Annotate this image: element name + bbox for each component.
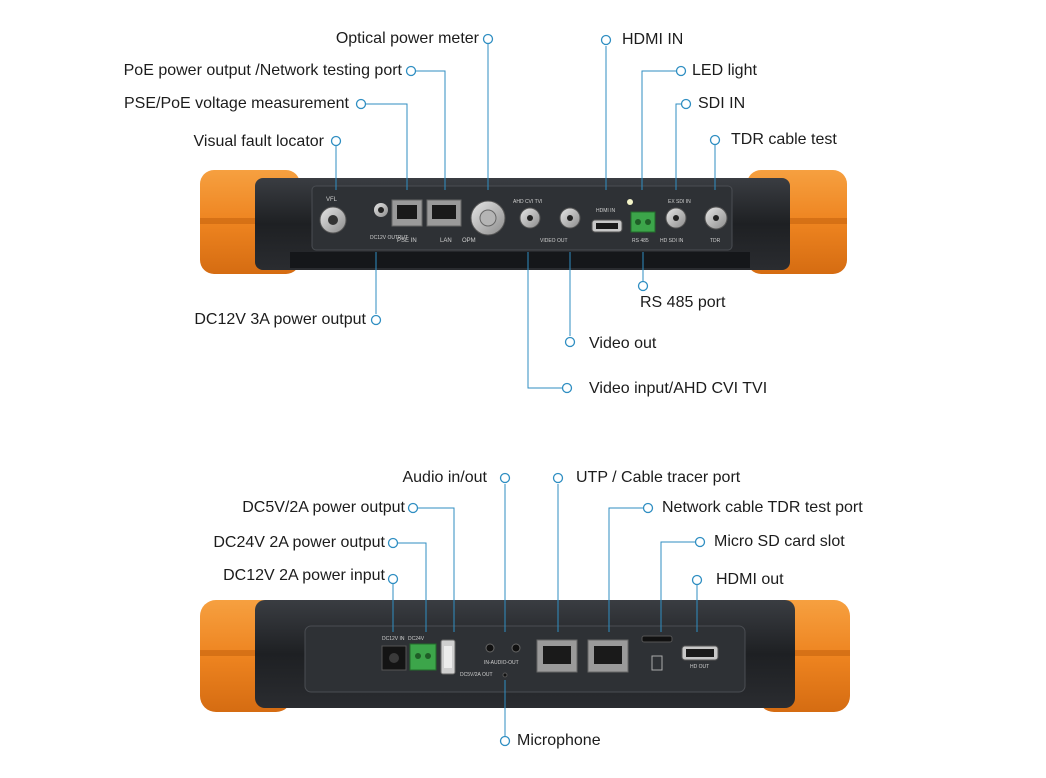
label-hdmi-out: HDMI out [716, 571, 784, 588]
printed-dc12v-in: DC12V IN [382, 636, 405, 642]
label-sdi-in: SDI IN [698, 95, 746, 112]
dot-hdmi-in [600, 34, 612, 46]
led-light [627, 199, 633, 205]
sdi-bnc-connectors: EX SDI IN HD SDI IN [660, 199, 691, 244]
label-tdr-cable-test: TDR cable test [731, 131, 837, 148]
hdmi-out-port: HD OUT [681, 645, 719, 670]
dot-audio [499, 472, 511, 484]
dot-led [675, 65, 687, 77]
bottom-device: DC12V IN DC24V DC5V/2A OUT IN-AUDIO-OUT [200, 600, 850, 712]
label-micro-sd: Micro SD card slot [714, 533, 845, 550]
leader-sdi-in [675, 103, 682, 190]
label-video-input: Video input/AHD CVI TVI [589, 380, 768, 397]
audio-jacks: IN-AUDIO-OUT [484, 643, 521, 666]
label-dc5v-2a: DC5V/2A power output [242, 499, 405, 516]
dot-dc24v [387, 537, 399, 549]
top-device: VFL DC12V OUTPUT PSE IN LAN OPM [200, 170, 847, 274]
dot-network-tdr [642, 502, 654, 514]
printed-hd-sdi: HD SDI IN [660, 238, 684, 244]
printed-vfl: VFL [326, 197, 338, 203]
printed-video-out: VIDEO OUT [540, 238, 568, 244]
leader-network-tdr [608, 507, 643, 632]
leader-dc5v [418, 507, 455, 632]
leader-led-light [641, 70, 676, 190]
vfl-connector: VFL [319, 197, 347, 234]
dot-poe [405, 65, 417, 77]
dot-rs485 [637, 280, 649, 292]
leader-pse-poe [366, 103, 408, 190]
printed-opm: OPM [462, 238, 476, 244]
dc12v-input-jack: DC12V IN [381, 636, 407, 671]
printed-ex-sdi: EX SDI IN [668, 199, 691, 205]
bottom-port-panel [304, 625, 746, 693]
label-network-tdr: Network cable TDR test port [662, 499, 863, 516]
label-utp-tracer: UTP / Cable tracer port [576, 469, 741, 486]
leader-lines [335, 44, 716, 736]
dot-dc12v-in [387, 573, 399, 585]
dot-hdmi-out [691, 574, 703, 586]
printed-hd-out: HD OUT [690, 664, 709, 670]
micro-sd-slot [641, 635, 673, 671]
dot-microphone [499, 735, 511, 747]
dot-dc5v [407, 502, 419, 514]
dot-utp [552, 472, 564, 484]
printed-rs485: RS 485 [632, 238, 649, 244]
printed-ahd: AHD CVI TVI [513, 199, 542, 205]
dot-optical [482, 33, 494, 45]
label-rs485-port: RS 485 port [640, 294, 726, 311]
dot-pse [355, 98, 367, 110]
dot-video-input [561, 382, 573, 394]
label-dc12v-3a: DC12V 3A power output [194, 311, 366, 328]
label-video-out: Video out [589, 335, 657, 352]
label-led-light: LED light [692, 62, 757, 79]
dot-micro-sd [694, 536, 706, 548]
video-out-bnc: VIDEO OUT [540, 207, 581, 244]
printed-dc12v-output: DC12V OUTPUT [370, 235, 408, 241]
hdmi-in-port: HDMI IN [591, 208, 623, 233]
network-tdr-port [587, 639, 629, 673]
dot-vfl [330, 135, 342, 147]
label-microphone: Microphone [517, 732, 601, 749]
leader-dots [330, 33, 721, 747]
label-dc24v-2a: DC24V 2A power output [213, 534, 385, 551]
microphone-hole [502, 672, 508, 678]
printed-dc24v: DC24V [408, 636, 425, 642]
printed-tdr: TDR [710, 238, 721, 244]
label-hdmi-in: HDMI IN [622, 31, 684, 48]
label-optical-power-meter: Optical power meter [335, 30, 479, 47]
dot-dc12v-3a [370, 314, 382, 326]
label-poe-output: PoE power output /Network testing port [123, 62, 402, 79]
tdr-bnc-connector: TDR [704, 206, 728, 244]
printed-lan: LAN [440, 238, 452, 244]
leader-poe-output [416, 70, 446, 190]
dot-video-out [564, 336, 576, 348]
dot-sdi [680, 98, 692, 110]
label-pse-poe-voltage: PSE/PoE voltage measurement [123, 95, 349, 112]
rs485-port: RS 485 [630, 211, 656, 244]
printed-hdmi-in: HDMI IN [596, 208, 616, 214]
dc12v-output-jack: DC12V OUTPUT [370, 203, 408, 241]
printed-in-audio-out: IN-AUDIO-OUT [484, 660, 519, 666]
label-visual-fault-locator: Visual fault locator [193, 133, 324, 150]
lan-port: LAN [426, 199, 462, 244]
leader-micro-sd [660, 541, 695, 632]
opm-connector: OPM [462, 200, 506, 244]
usb-5v-port: DC5V/2A OUT [440, 639, 493, 678]
leader-dc24v [398, 542, 427, 632]
dot-tdr [709, 134, 721, 146]
label-audio-in-out: Audio in/out [402, 469, 487, 486]
printed-dc5v-out: DC5V/2A OUT [460, 672, 493, 678]
printed-pse-in: PSE IN [397, 238, 417, 244]
dc24v-terminal: DC24V [408, 636, 437, 671]
leader-video-input [527, 252, 562, 389]
label-dc12v-2a-input: DC12V 2A power input [223, 567, 385, 584]
ahd-bnc-connector: AHD CVI TVI [513, 199, 542, 229]
pse-in-port: PSE IN [391, 199, 423, 244]
utp-port [536, 639, 578, 673]
